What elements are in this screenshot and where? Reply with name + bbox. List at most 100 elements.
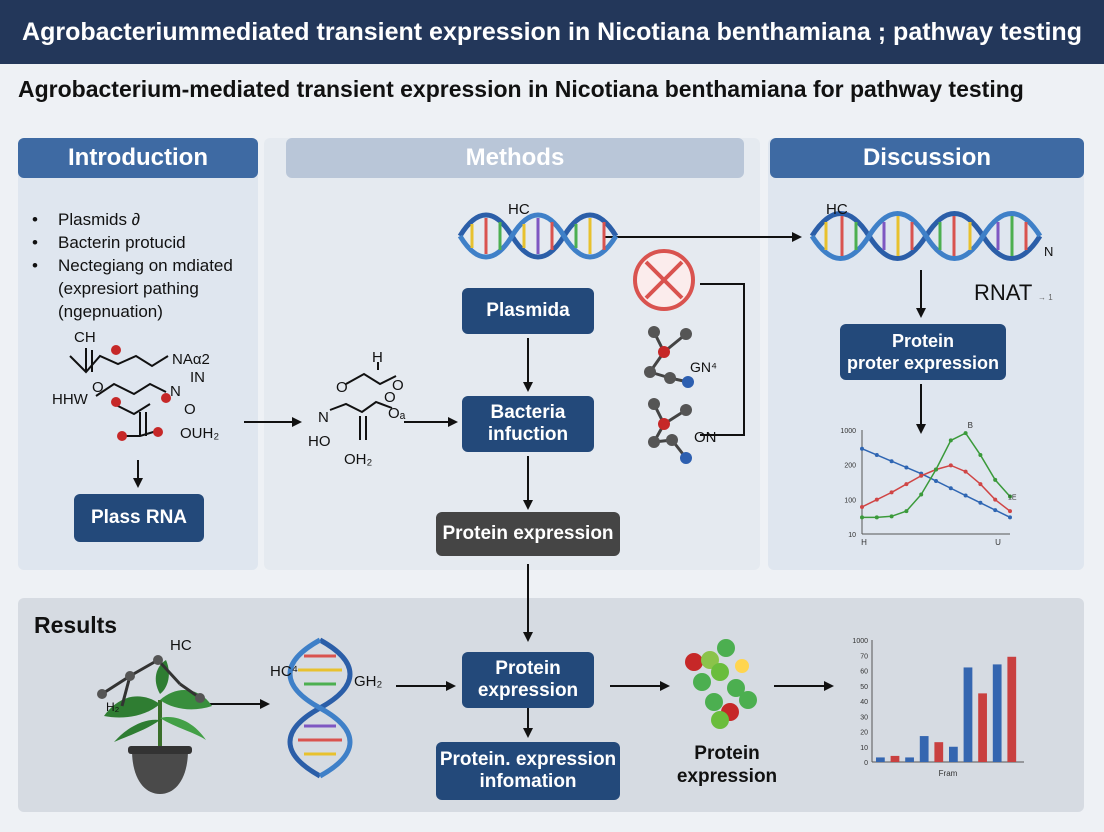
data-point [1008, 515, 1012, 520]
data-point [919, 492, 924, 497]
bar [978, 693, 987, 762]
label-line: expression [676, 766, 778, 787]
data-point [919, 473, 924, 478]
chem-label: O [384, 389, 396, 406]
data-point [963, 431, 968, 436]
data-point [1008, 509, 1012, 514]
y-tick-label: 1000 [840, 428, 856, 435]
dna-double-helix-icon [809, 211, 1043, 261]
x-axis-label: Fram [939, 769, 958, 778]
box-line: proter expression [846, 353, 1000, 373]
chem-label: H [372, 349, 383, 366]
chem-label: OH₂ [344, 451, 373, 468]
chem-label: N [1044, 244, 1054, 259]
page-subtitle: Agrobacterium-mediated transient express… [18, 76, 1024, 102]
bar [905, 757, 914, 762]
data-point [934, 478, 938, 483]
molecule-icon [648, 398, 692, 464]
rnat-text: RNAT [974, 280, 1032, 305]
arrow-icon [700, 283, 745, 436]
discussion-header: Discussion [770, 138, 1084, 178]
data-point [904, 509, 909, 514]
data-point [978, 500, 983, 505]
rnat-label: RNAT → 1 [974, 280, 1053, 306]
box-line: Bacteria [490, 402, 566, 423]
annotation-label: 1E [1008, 495, 1017, 502]
y-tick-label: 200 [844, 463, 856, 470]
introduction-bullets: Plasmids ∂ Bacterin protucid Nectegiang … [32, 208, 233, 323]
data-point [889, 459, 894, 464]
results-protein-expression-box: Protein expression [462, 652, 594, 708]
bar [963, 667, 973, 762]
chem-label: Oₐ [388, 405, 406, 422]
y-tick-label: 70 [860, 653, 868, 660]
chem-label: NAα2 [172, 351, 210, 368]
protein-expression-label: Protein expression [672, 742, 782, 788]
data-point [860, 504, 864, 509]
bar [919, 736, 929, 762]
dna-double-helix-icon [287, 637, 353, 779]
chem-label: HHW [52, 391, 88, 408]
data-point [978, 482, 983, 487]
methods-panel [264, 138, 760, 570]
label-line: Protein [694, 743, 760, 764]
data-point [993, 497, 998, 502]
x-tick-label: H [861, 538, 867, 547]
y-tick-label: 10 [848, 532, 856, 539]
arrows [133, 232, 926, 738]
chem-label: HC [826, 201, 848, 218]
y-tick-label: 30 [860, 714, 868, 721]
data-point [948, 438, 953, 443]
data-point [904, 465, 909, 470]
box-line: infuction [487, 424, 569, 445]
plasmida-box: Plasmida [462, 288, 594, 334]
bar [992, 664, 1002, 762]
chem-label: HC [508, 201, 530, 218]
y-tick-label: 0 [864, 760, 868, 767]
bar [934, 742, 944, 762]
chem-label: OUH₂ [180, 425, 220, 442]
y-tick-label: 50 [860, 684, 868, 691]
data-point [1008, 494, 1012, 499]
chemical-structure-icon [69, 348, 169, 437]
data-point [904, 482, 909, 487]
data-point [874, 452, 879, 457]
box-line: Protein [495, 658, 561, 679]
chem-label: N [318, 409, 329, 426]
chem-label: HC⁴ [270, 663, 299, 680]
box-line: Protein. expression [439, 749, 617, 770]
data-point [963, 469, 968, 474]
y-tick-label: 60 [860, 669, 868, 676]
results-title: Results [34, 612, 118, 638]
data-point [874, 515, 879, 520]
bar [876, 757, 885, 762]
box-line: expression [477, 680, 579, 701]
chem-label: O [392, 377, 404, 394]
y-tick-label: 20 [860, 730, 868, 737]
atom-markers [111, 345, 171, 441]
annotation-label: B [968, 421, 973, 430]
protein-expression-information-box: Protein. expression infomation [436, 742, 620, 800]
data-point [860, 515, 864, 520]
dna-double-helix-icon [457, 212, 619, 260]
chem-label: HO [308, 433, 331, 450]
chemical-structure-icon [329, 362, 397, 440]
rnat-suffix: → 1 [1037, 293, 1053, 302]
bar [890, 755, 900, 762]
bar [1007, 656, 1017, 762]
data-point [978, 452, 983, 457]
plass-rna-box: Plass RNA [74, 494, 204, 542]
inhibit-circle-icon [633, 249, 695, 311]
data-point [889, 514, 894, 519]
bullet-continuation: (expresiort pathing [58, 279, 199, 298]
x-tick-label: U [995, 538, 1001, 547]
bar [949, 746, 958, 762]
protein-proter-expression-box: Protein proter expression [840, 324, 1006, 380]
y-tick-label: 40 [860, 699, 868, 706]
chem-label: O [92, 379, 104, 396]
chem-label: ON [694, 429, 717, 446]
box-line: Protein [891, 331, 954, 351]
